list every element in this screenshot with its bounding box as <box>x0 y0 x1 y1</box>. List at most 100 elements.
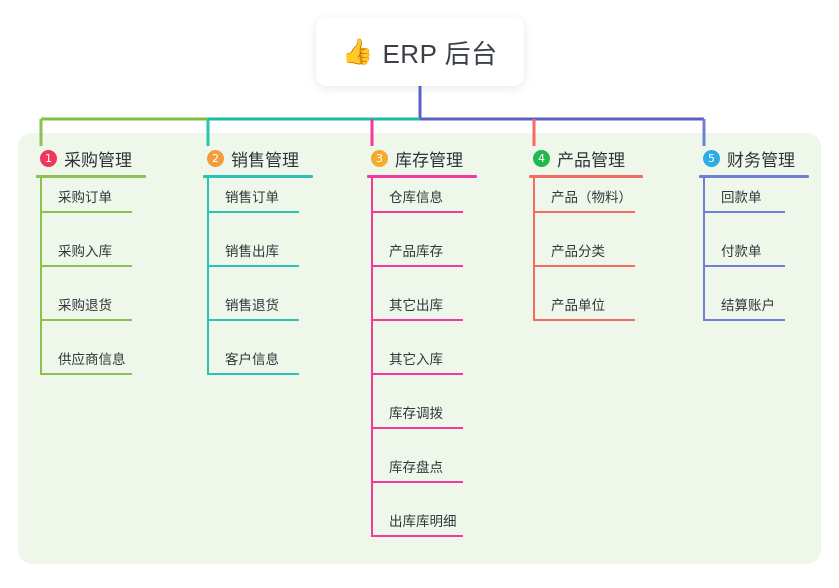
thumbs-up-icon: 👍 <box>342 37 374 66</box>
leaf-item[interactable]: 销售退货 <box>203 286 313 340</box>
leaf-item[interactable]: 库存调拨 <box>367 394 477 448</box>
leaf-item[interactable]: 库存盘点 <box>367 448 477 502</box>
leaf-item[interactable]: 产品分类 <box>529 232 643 286</box>
leaf-item[interactable]: 结算账户 <box>699 286 809 340</box>
leaf-label: 客户信息 <box>225 352 279 367</box>
branch-badge-5: 5 <box>703 149 720 167</box>
leaf-item[interactable]: 采购退货 <box>36 286 146 340</box>
leaf-underline <box>371 535 463 537</box>
leaf-label: 采购退货 <box>58 298 112 313</box>
branch-underline-1 <box>36 175 146 178</box>
leaf-list: 回款单付款单结算账户 <box>699 178 809 340</box>
leaf-label: 销售退货 <box>225 298 279 313</box>
leaf-underline <box>371 373 463 375</box>
leaf-item[interactable]: 产品单位 <box>529 286 643 340</box>
branch-header-4[interactable]: 4 产品管理 <box>529 146 643 170</box>
leaf-label: 付款单 <box>721 244 762 259</box>
leaf-underline <box>371 481 463 483</box>
branch-title-3: 库存管理 <box>395 150 463 170</box>
leaf-item[interactable]: 采购订单 <box>36 178 146 232</box>
leaf-label: 仓库信息 <box>389 190 443 205</box>
leaf-item[interactable]: 采购入库 <box>36 232 146 286</box>
leaf-item[interactable]: 产品（物料） <box>529 178 643 232</box>
leaf-label: 采购订单 <box>58 190 112 205</box>
leaf-underline <box>40 373 132 375</box>
branch-column-5: 5 财务管理回款单付款单结算账户 <box>699 146 809 340</box>
branch-column-2: 2 销售管理销售订单销售出库销售退货客户信息 <box>203 146 313 394</box>
leaf-stem-2 <box>207 178 209 375</box>
leaf-underline <box>207 373 299 375</box>
leaf-list: 产品（物料） 产品分类产品单位 <box>529 178 643 340</box>
branch-badge-3: 3 <box>371 149 388 167</box>
branch-underline-5 <box>699 175 809 178</box>
leaf-underline <box>371 265 463 267</box>
leaf-underline <box>207 265 299 267</box>
leaf-underline <box>533 265 635 267</box>
leaf-label: 销售出库 <box>225 244 279 259</box>
leaf-stem-3 <box>371 178 373 537</box>
leaf-label: 结算账户 <box>721 298 775 313</box>
leaf-label: 出库库明细 <box>389 514 457 529</box>
branch-title-5: 财务管理 <box>727 150 795 170</box>
leaf-item[interactable]: 销售订单 <box>203 178 313 232</box>
branch-underline-3 <box>367 175 477 178</box>
leaf-item[interactable]: 产品库存 <box>367 232 477 286</box>
branches-panel <box>18 133 821 564</box>
leaf-label: 销售订单 <box>225 190 279 205</box>
leaf-underline <box>371 319 463 321</box>
leaf-underline <box>40 265 132 267</box>
branch-badge-2: 2 <box>207 149 224 167</box>
branch-header-2[interactable]: 2 销售管理 <box>203 146 313 170</box>
leaf-label: 回款单 <box>721 190 762 205</box>
leaf-list: 销售订单销售出库销售退货客户信息 <box>203 178 313 394</box>
leaf-label: 产品单位 <box>551 298 605 313</box>
leaf-item[interactable]: 回款单 <box>699 178 809 232</box>
leaf-label: 库存盘点 <box>389 460 443 475</box>
branch-badge-4: 4 <box>533 149 550 167</box>
leaf-list: 采购订单采购入库采购退货供应商信息 <box>36 178 146 394</box>
leaf-underline <box>207 319 299 321</box>
branch-column-1: 1 采购管理采购订单采购入库采购退货供应商信息 <box>36 146 146 394</box>
leaf-item[interactable]: 供应商信息 <box>36 340 146 394</box>
leaf-item[interactable]: 其它出库 <box>367 286 477 340</box>
branch-underline-2 <box>203 175 313 178</box>
branch-column-3: 3 库存管理仓库信息产品库存其它出库其它入库库存调拨库存盘点出库库明细 <box>367 146 477 556</box>
leaf-item[interactable]: 出库库明细 <box>367 502 477 556</box>
leaf-underline <box>703 319 785 321</box>
leaf-stem-4 <box>533 178 535 321</box>
branch-column-4: 4 产品管理产品（物料） 产品分类产品单位 <box>529 146 643 340</box>
root-node[interactable]: 👍 ERP 后台 <box>316 18 524 86</box>
leaf-underline <box>703 265 785 267</box>
leaf-label: 库存调拨 <box>389 406 443 421</box>
leaf-underline <box>40 319 132 321</box>
branch-badge-1: 1 <box>40 149 57 167</box>
leaf-label: 产品库存 <box>389 244 443 259</box>
leaf-item[interactable]: 付款单 <box>699 232 809 286</box>
branch-header-5[interactable]: 5 财务管理 <box>699 146 809 170</box>
leaf-label: 其它入库 <box>389 352 443 367</box>
leaf-underline <box>533 211 635 213</box>
branch-header-3[interactable]: 3 库存管理 <box>367 146 477 170</box>
branch-underline-4 <box>529 175 643 178</box>
leaf-label: 其它出库 <box>389 298 443 313</box>
leaf-underline <box>703 211 785 213</box>
leaf-list: 仓库信息产品库存其它出库其它入库库存调拨库存盘点出库库明细 <box>367 178 477 556</box>
leaf-stem-1 <box>40 178 42 375</box>
leaf-label: 供应商信息 <box>58 352 126 367</box>
branch-title-4: 产品管理 <box>557 150 625 170</box>
root-title: ERP 后台 <box>382 38 498 69</box>
leaf-underline <box>207 211 299 213</box>
leaf-underline <box>371 427 463 429</box>
leaf-underline <box>533 319 635 321</box>
leaf-label: 采购入库 <box>58 244 112 259</box>
leaf-underline <box>371 211 463 213</box>
branch-title-1: 采购管理 <box>64 150 132 170</box>
leaf-item[interactable]: 仓库信息 <box>367 178 477 232</box>
leaf-item[interactable]: 其它入库 <box>367 340 477 394</box>
leaf-item[interactable]: 销售出库 <box>203 232 313 286</box>
leaf-label: 产品（物料） <box>551 190 632 205</box>
branch-header-1[interactable]: 1 采购管理 <box>36 146 146 170</box>
leaf-item[interactable]: 客户信息 <box>203 340 313 394</box>
branch-title-2: 销售管理 <box>231 150 299 170</box>
